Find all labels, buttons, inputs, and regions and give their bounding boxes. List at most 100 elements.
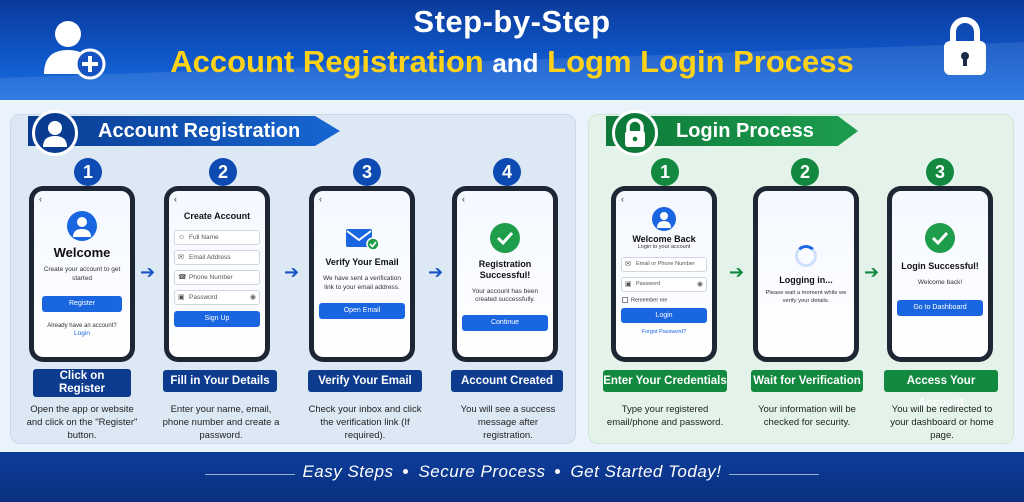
create-account-title: Create Account [183,211,251,221]
phone-placeholder: Phone Number [189,274,233,281]
avatar-icon [67,211,97,241]
already-account-text: Already have an account? [47,322,117,329]
welcome-back-title: Welcome Back [632,234,696,244]
phone-field[interactable]: ☎Phone Number [174,270,260,285]
login-step-2-desc: Your information will be checked for sec… [758,404,856,428]
title-registration: Account Registration [170,44,484,79]
login-password-field[interactable]: ▣ Password ◉ [621,277,707,293]
reg-step-3-desc: Check your inbox and click the verificat… [308,404,422,441]
arrow-right-icon: ➔ [140,262,156,282]
verify-email-title: Verify Your Email [325,257,399,267]
footer-divider-right [729,474,819,475]
registration-section-title: Account Registration [28,116,340,146]
user-icon: ☺ [178,234,186,241]
login-step-3-desc: You will be redirected to your dashboard… [890,404,994,441]
continue-button[interactable]: Continue [462,315,548,332]
login-step-1-label: Enter Your Credentials [603,370,727,392]
lock-icon [944,17,986,75]
login-success-text: Welcome back! [917,279,963,286]
lock-badge-icon [612,110,658,156]
full-name-placeholder: Full Name [189,234,219,241]
phone-create-account: ‹ Create Account ☺Full Name ✉ Email Addre… [164,186,270,362]
padlock-icon: ▣ [625,281,632,289]
login-success-screen: Login Successful! Welcome back! Go to Da… [892,191,988,357]
registration-success-screen: ‹ Registration Successful! Your account … [457,191,553,357]
avatar-icon [652,207,676,231]
footer-dot [555,468,561,474]
login-step-3-number: 3 [926,158,954,186]
reg-step-4-desc: You will see a success message after reg… [460,404,556,441]
registration-success-title-2: Successful! [479,270,531,281]
phone-icon: ☎ [178,274,187,281]
reg-step-3-label: Verify Your Email [308,370,422,392]
logging-in-screen: Logging in... Please wait a moment while… [758,191,854,357]
arrow-right-icon: ➔ [729,262,745,282]
back-icon[interactable]: ‹ [621,194,624,204]
login-success-title: Login Successful! [901,261,979,271]
email-phone-field[interactable]: ✉ Email or Phone Number [621,257,707,273]
verify-email-screen: ‹ Verify Your Email We have sent a verif… [314,191,410,357]
go-to-dashboard-button[interactable]: Go to Dashboard [897,299,983,316]
full-name-field[interactable]: ☺Full Name [174,230,260,245]
reg-step-1-label-1: Click on [59,370,105,382]
footer-banner [0,452,1024,502]
registration-success-title: Registration Successful! [457,259,553,282]
email-phone-placeholder: Email or Phone Number [636,261,695,268]
welcome-text: Create your account to get started [43,266,121,282]
title-and: and [492,48,539,78]
email-placeholder: Email Address [189,254,231,261]
phone-login-success: Login Successful! Welcome back! Go to Da… [887,186,993,362]
back-icon[interactable]: ‹ [319,194,322,204]
registration-success-title-1: Registration [478,259,532,269]
password-field[interactable]: ▣Password◉ [174,290,260,305]
remember-checkbox[interactable] [622,297,628,304]
phone-welcome-back: ‹ Welcome Back Login to your account ✉ Em… [611,186,717,362]
welcome-back-subtitle: Login to your account [637,244,691,250]
phone-welcome: ‹ Welcome Create your account to get sta… [29,186,135,362]
title-line-2: Account Registration and Logm Login Proc… [0,44,1024,80]
user-badge-icon [32,110,78,156]
user-add-icon [44,21,106,80]
login-link[interactable]: Login [74,329,90,337]
back-icon[interactable]: ‹ [39,194,42,204]
mail-icon: ✉ [178,254,184,261]
open-email-button[interactable]: Open Email [319,302,405,319]
success-check-icon [490,223,520,253]
footer-dot [403,468,409,474]
register-button[interactable]: Register [42,295,122,312]
reg-step-4-number: 4 [493,158,521,186]
login-step-1-desc: Type your registered email/phone and pas… [606,404,724,428]
phone-logging-in: Logging in... Please wait a moment while… [753,186,859,362]
eye-icon[interactable]: ◉ [696,281,703,289]
back-icon[interactable]: ‹ [462,194,465,204]
forgot-password-link[interactable]: Forgot Password? [641,328,687,335]
phone-registration-success: ‹ Registration Successful! Your account … [452,186,558,362]
title-line-1: Step-by-Step [413,4,611,39]
title-login: Logm Login Process [547,44,854,79]
mail-icon: ✉ [625,261,631,269]
arrow-right-icon: ➔ [428,262,444,282]
login-step-3-label: Access Your Account [884,370,998,409]
remember-me-row[interactable]: Remember me [616,297,712,304]
reg-step-2-label: Fill in Your Details [163,370,277,392]
remember-me-label: Remember me [631,297,668,304]
login-button[interactable]: Login [621,307,707,323]
reg-step-1-label: Click on Register [33,369,131,397]
sign-up-button[interactable]: Sign Up [174,311,260,327]
reg-step-2-number: 2 [209,158,237,186]
reg-step-4-label: Account Created [451,370,563,392]
success-check-icon [925,223,955,253]
email-field[interactable]: ✉ Email Address [174,250,260,265]
arrow-right-icon: ➔ [864,262,880,282]
arrow-right-icon: ➔ [284,262,300,282]
back-icon[interactable]: ‹ [174,194,177,204]
login-password-placeholder: Password [636,281,661,288]
footer-item-get-started: Get Started Today! [570,462,722,481]
reg-step-1-label-2: Register [58,383,106,395]
create-account-screen: ‹ Create Account ☺Full Name ✉ Email Addre… [169,191,265,357]
phone-verify-email: ‹ Verify Your Email We have sent a verif… [309,186,415,362]
welcome-title: Welcome [53,245,111,260]
eye-icon[interactable]: ◉ [249,294,256,301]
reg-step-3-number: 3 [353,158,381,186]
